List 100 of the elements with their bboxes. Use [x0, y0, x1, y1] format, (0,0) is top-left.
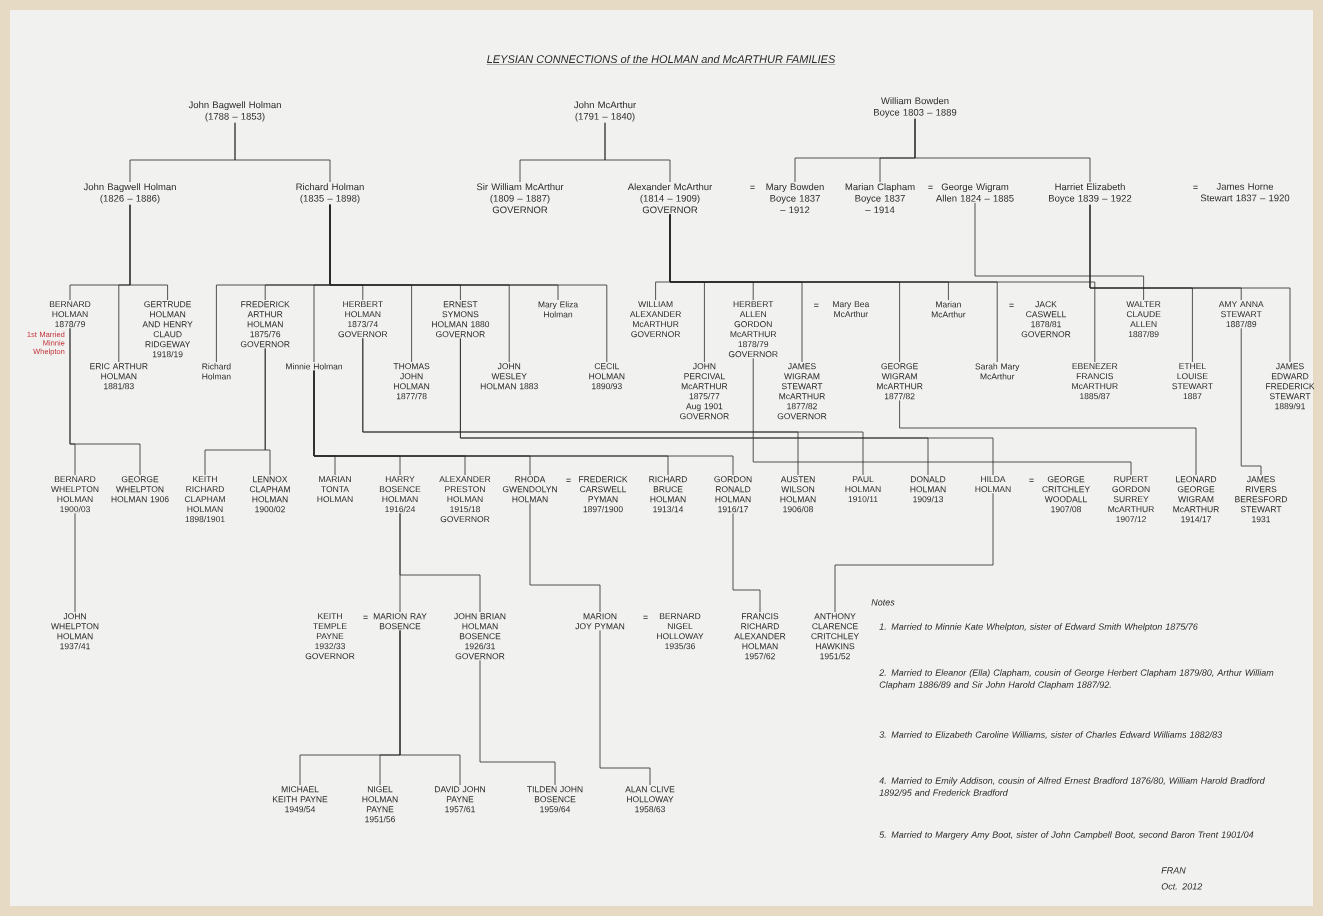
person-name: KEITH TEMPLE PAYNE 1932/33 GOVERNOR — [305, 613, 355, 660]
person-name: ERNEST SYMONS HOLMAN 1880 GOVERNOR — [432, 301, 490, 338]
person-name: John Bagwell Holman (1788 – 1853) — [188, 101, 281, 122]
person-name: George Wigram Allen 1824 – 1885 — [935, 183, 1014, 202]
person-name: WILLIAM ALEXANDER McARTHUR GOVERNOR — [629, 301, 681, 338]
marriage-sign: = — [1009, 303, 1014, 307]
person-name: GEORGE WIGRAM McARTHUR 1877/82 — [877, 363, 923, 400]
person-name: FRANCIS RICHARD ALEXANDER HOLMAN 1957/62 — [734, 613, 786, 660]
tree-line — [1089, 204, 1291, 363]
person-name: HILDA HOLMAN — [975, 476, 1011, 493]
person-name: BERNARD HOLMAN 1878/79 — [49, 301, 91, 328]
person-name: CECIL HOLMAN 1890/93 — [589, 363, 625, 390]
person-name: ERIC ARTHUR HOLMAN 1881/83 — [90, 363, 148, 390]
tree-line — [752, 357, 1132, 476]
person-name: LEONARD GEORGE WIGRAM McARTHUR 1914/17 — [1173, 476, 1219, 523]
person-name: HARRY BOSENCE HOLMAN 1916/24 — [379, 476, 421, 513]
person-name: JOHN WHELPTON HOLMAN 1937/41 — [51, 613, 99, 650]
notes-heading: Notes — [871, 599, 895, 606]
person-name: RICHARD BRUCE HOLMAN 1913/14 — [649, 476, 687, 513]
marriage-sign: = — [1193, 185, 1198, 189]
tree-line — [604, 122, 671, 183]
marriage-sign: = — [928, 185, 933, 189]
marriage-sign: = — [1029, 478, 1034, 482]
person-name: RUPERT GORDON SURREY McARTHUR 1907/12 — [1108, 476, 1154, 523]
person-name: JACK CASWELL 1878/81 GOVERNOR — [1021, 301, 1071, 338]
person-name: MARION RAY BOSENCE — [373, 613, 427, 630]
person-name: John McArthur (1791 – 1840) — [574, 101, 636, 122]
person-name: Mary Bea McArthur — [833, 301, 870, 318]
person-name: Mary Eliza Holman — [538, 301, 579, 318]
marriage-sign: = — [750, 185, 755, 189]
person-name: ALEXANDER PRESTON HOLMAN 1915/18 GOVERNOR — [439, 476, 491, 523]
person-name: James Horne Stewart 1837 – 1920 — [1200, 183, 1290, 202]
person-name: Marian McArthur — [931, 301, 966, 318]
person-name: THOMAS JOHN HOLMAN 1877/78 — [393, 363, 430, 400]
person-name: PAUL HOLMAN 1910/11 — [845, 476, 881, 503]
person-name: BERNARD WHELPTON HOLMAN 1900/03 — [51, 476, 99, 513]
person-name: JOHN PERCIVAL McARTHUR 1875/77 Aug 1901 GOVERNOR — [680, 363, 729, 420]
note-text: 2. Married to Eleanor (Ella) Clapham, cousin of George Herbert Clapham 1879/80, Arthur William Clapham 1886/89 and Sir John Harold Clapham 1887/92. — [879, 669, 1274, 690]
tree-line — [529, 503, 601, 613]
person-name: NIGEL HOLMAN PAYNE 1951/56 — [362, 786, 398, 823]
tree-line — [399, 630, 461, 786]
marriage-sign: = — [363, 615, 368, 619]
tree-line — [234, 122, 331, 183]
person-name: William Bowden Boyce 1803 – 1889 — [874, 97, 957, 118]
person-name: Harriet Elizabeth Boyce 1839 – 1922 — [1049, 183, 1132, 204]
person-name: John Bagwell Holman (1826 – 1886) — [83, 183, 176, 204]
person-name: WALTER CLAUDE ALLEN 1887/89 — [1126, 301, 1161, 338]
marriage-sign: = — [566, 478, 571, 482]
marriage-sign: = — [814, 303, 819, 307]
person-name: FREDERICK CARSWELL PYMAN 1897/1900 — [579, 476, 628, 513]
person-name: GERTRUDE HOLMAN AND HENRY CLAUD RIDGEWAY 1918/19 — [142, 301, 193, 358]
tree-line — [669, 214, 1096, 363]
person-name: LENNOX CLAPHAM HOLMAN 1900/02 — [249, 476, 290, 513]
person-name: MICHAEL KEITH PAYNE 1949/54 — [273, 786, 328, 813]
person-name: Richard Holman (1835 – 1898) — [296, 183, 364, 204]
tree-line — [1240, 327, 1262, 476]
person-name: KEITH RICHARD CLAPHAM HOLMAN 1898/1901 — [184, 476, 225, 523]
person-name: MARIAN TONTA HOLMAN — [317, 476, 353, 503]
person-name: Minnie Holman — [286, 363, 342, 370]
person-name: ETHEL LOUISE STEWART 1887 — [1172, 363, 1213, 400]
person-name: JAMES RIVERS BERESFORD STEWART 1931 — [1235, 476, 1288, 523]
tree-line — [74, 512, 76, 613]
person-name: AMY ANNA STEWART 1887/89 — [1218, 301, 1264, 328]
person-name: MARION JOY PYMAN — [575, 613, 625, 630]
person-name: RHODA GWENDOLYN HOLMAN — [502, 476, 557, 503]
person-name: Mary Bowden Boyce 1837 – 1912 — [766, 183, 824, 214]
note-text: 1. Married to Minnie Kate Whelpton, sister of Edward Smith Whelpton 1875/76 — [879, 623, 1198, 632]
person-name: Marian Clapham Boyce 1837 – 1914 — [845, 183, 915, 214]
person-name: Sarah Mary McArthur — [975, 363, 1020, 380]
person-name: BERNARD NIGEL HOLLOWAY 1935/36 — [657, 613, 704, 650]
date-note: Oct. 2012 — [1161, 883, 1203, 890]
marriage-sign: = — [643, 615, 648, 619]
person-name: DONALD HOLMAN 1909/13 — [910, 476, 946, 503]
person-name: GEORGE CRITCHLEY WOODALL 1907/08 — [1042, 476, 1090, 513]
person-name: JOHN WESLEY HOLMAN 1883 — [480, 363, 538, 390]
note-text: 3. Married to Elizabeth Caroline Williams, sister of Charles Edward Williams 1882/83 — [879, 731, 1223, 739]
tree-line — [264, 348, 271, 476]
signature: FRAN — [1161, 867, 1186, 874]
person-name: Alexander McArthur (1814 – 1909) GOVERNOR — [627, 183, 713, 214]
person-name: ALAN CLIVE HOLLOWAY 1958/63 — [625, 786, 675, 813]
tree-line — [732, 513, 761, 613]
tree-line — [129, 204, 168, 301]
tree-line — [69, 327, 141, 476]
tree-line — [479, 660, 556, 786]
tree-line — [914, 118, 1091, 183]
person-name: HERBERT ALLEN GORDON McARTHUR 1878/79 GOVERNOR — [728, 301, 778, 358]
tree-line — [313, 370, 734, 476]
person-name: Sir William McArthur (1809 – 1887) GOVERNOR — [476, 183, 564, 214]
note-text: 4. Married to Emily Addison, cousin of Alfred Ernest Bradford 1876/80, William Harold Bradford 1892/95 and Frederick Bradford — [879, 777, 1265, 796]
person-name: DAVID JOHN PAYNE 1957/61 — [435, 786, 485, 813]
person-name: JOHN BRIAN HOLMAN BOSENCE 1926/31 GOVERNOR — [454, 613, 506, 660]
person-name: TILDEN JOHN BOSENCE 1959/64 — [527, 786, 583, 813]
tree-line — [974, 202, 1144, 301]
person-name: JAMES WIGRAM STEWART McARTHUR 1877/82 GOVERNOR — [777, 363, 827, 420]
person-name: EBENEZER FRANCIS McARTHUR 1885/87 — [1072, 363, 1118, 400]
title: LEYSIAN CONNECTIONS of the HOLMAN and McARTHUR FAMILIES — [486, 54, 836, 65]
note-text: 5. Married to Margery Amy Boot, sister of John Campbell Boot, second Baron Trent 1901/04 — [879, 831, 1254, 840]
tree-line — [399, 512, 481, 613]
tree-line — [834, 492, 994, 613]
tree-line — [599, 630, 651, 786]
